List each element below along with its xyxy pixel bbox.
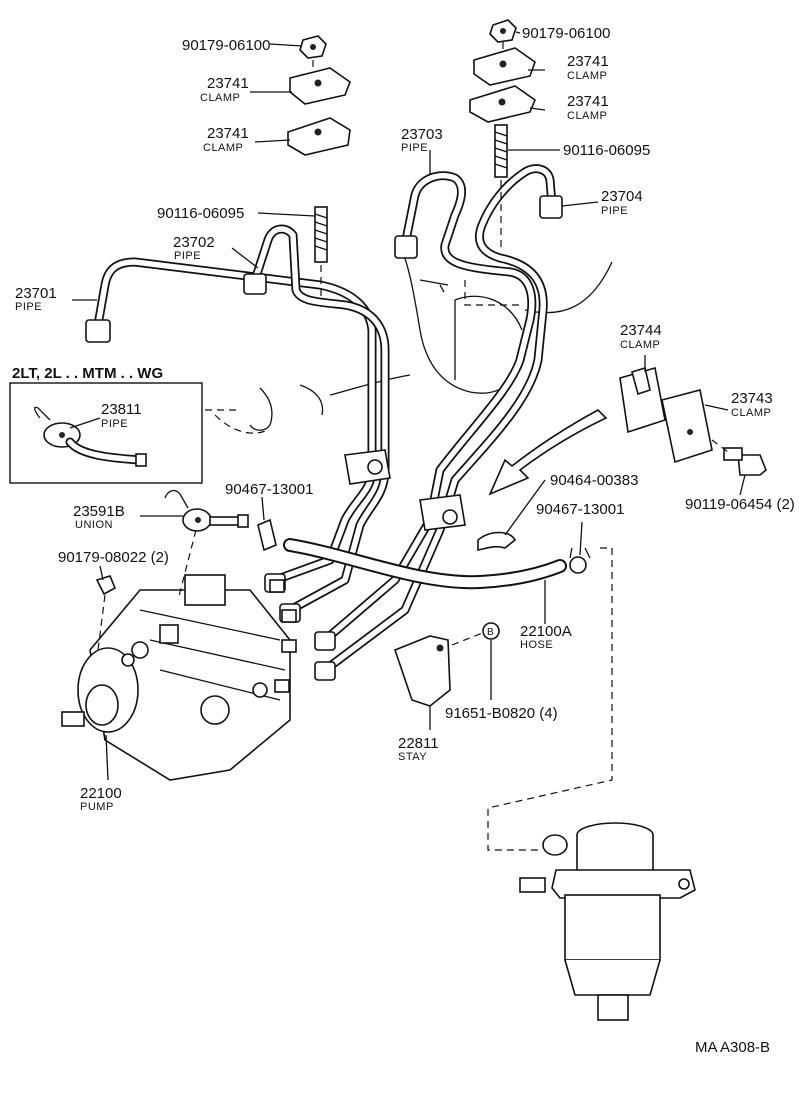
part-number: 23741 <box>567 53 609 70</box>
callout-23741-clamp-b: 23741 CLAMP <box>203 125 249 154</box>
part-number: 90467-13001 <box>536 501 624 518</box>
part-number: 90116-06095 <box>563 142 650 159</box>
part-name: UNION <box>75 519 113 531</box>
callout-90116-06095-right: 90116-06095 <box>563 142 650 159</box>
part-number: 90467-13001 <box>225 481 313 498</box>
callout-90179-06100-left: 90179-06100 <box>182 37 270 54</box>
callout-23591b-union: 23591B UNION <box>73 503 125 531</box>
part-name: PIPE <box>601 205 628 217</box>
part-name: CLAMP <box>567 110 607 122</box>
part-name: STAY <box>398 751 427 763</box>
part-number: 23743 <box>731 390 773 407</box>
part-name: PIPE <box>401 142 428 154</box>
part-name: CLAMP <box>620 339 660 351</box>
part-number: 23591B <box>73 503 125 520</box>
part-number: 23701 <box>15 285 57 302</box>
stay-drawing <box>393 622 500 707</box>
callout-90179-08022: 90179-08022 (2) <box>58 549 169 566</box>
union-and-clips <box>164 489 591 574</box>
part-name: CLAMP <box>731 407 771 419</box>
part-name: PIPE <box>15 301 42 313</box>
right-clamp-set <box>619 366 767 476</box>
reference-marker: B <box>487 627 494 638</box>
part-number: 22100A <box>520 623 572 640</box>
part-number: 90179-08022 (2) <box>58 549 169 566</box>
callout-90116-06095-left: 90116-06095 <box>157 205 244 222</box>
callout-23702-pipe: 23702 PIPE <box>173 234 215 262</box>
callout-22100a-hose: 22100A HOSE <box>520 623 572 651</box>
callout-23703-pipe: 23703 PIPE <box>401 126 443 154</box>
callout-91651-b0820: B 91651-B0820 (4) <box>445 627 558 722</box>
pipe-clamp-blocks <box>344 449 466 531</box>
part-name: PIPE <box>174 250 201 262</box>
part-number: 22811 <box>398 735 439 752</box>
part-number: 23703 <box>401 126 443 143</box>
part-number: 90464-00383 <box>550 472 638 489</box>
variant-box: 2LT, 2L . . MTM . . WG <box>12 365 163 382</box>
callout-23741-clamp-c: 23741 CLAMP <box>567 53 609 82</box>
callout-23744-clamp: 23744 CLAMP <box>620 322 662 351</box>
part-number: 23744 <box>620 322 662 339</box>
diagram-code: MA A308-B <box>695 1039 770 1056</box>
variant-box-frame <box>9 382 203 484</box>
callout-23811-pipe: 23811 PIPE <box>101 401 142 430</box>
pump-drawing <box>61 529 297 781</box>
part-name: PUMP <box>80 801 114 813</box>
part-number: 22100 <box>80 785 122 802</box>
assembly-arrows <box>488 409 608 496</box>
part-number: 90179-06100 <box>522 25 610 42</box>
part-number: 23811 <box>101 401 142 418</box>
part-number: 90116-06095 <box>157 205 244 222</box>
part-name: PIPE <box>101 418 128 430</box>
callout-23743-clamp: 23743 CLAMP <box>731 390 773 419</box>
callout-23741-clamp-a: 23741 CLAMP <box>200 75 249 104</box>
pipe-23704-drawing <box>320 164 557 675</box>
callout-23741-clamp-d: 23741 CLAMP <box>567 93 609 122</box>
leader-lines <box>69 31 746 781</box>
studs <box>312 42 508 300</box>
part-number: 91651-B0820 (4) <box>445 705 558 722</box>
part-name: CLAMP <box>200 92 240 104</box>
callout-23704-pipe: 23704 PIPE <box>601 188 643 217</box>
top-left-clamp-set <box>287 35 351 156</box>
pipe-23703-drawing <box>320 171 537 645</box>
top-right-clamp-set <box>469 19 536 123</box>
hose-drawing <box>283 538 567 590</box>
filter-drawing <box>487 547 696 1021</box>
part-number: 23702 <box>173 234 215 251</box>
part-number: 23741 <box>207 125 249 142</box>
callout-23701-pipe: 23701 PIPE <box>15 285 57 313</box>
part-number: 23741 <box>567 93 609 110</box>
part-number: 90119-06454 (2) <box>685 496 795 513</box>
callout-90179-06100-right: 90179-06100 <box>522 25 610 42</box>
variant-box-title: 2LT, 2L . . MTM . . WG <box>12 365 163 382</box>
callout-22811-stay: 22811 STAY <box>398 735 439 763</box>
callout-90467-13001-right: 90467-13001 <box>536 501 624 518</box>
pipe-23702-drawing <box>250 224 390 615</box>
callout-90119-06454: 90119-06454 (2) <box>685 496 795 513</box>
part-number: 90179-06100 <box>182 37 270 54</box>
part-number: 23741 <box>207 75 249 92</box>
callout-22100-pump: 22100 PUMP <box>80 785 122 813</box>
part-name: CLAMP <box>203 142 243 154</box>
part-number: 23704 <box>601 188 643 205</box>
pipe-23701-drawing <box>93 257 377 585</box>
part-name: HOSE <box>520 639 553 651</box>
part-name: CLAMP <box>567 70 607 82</box>
callout-90467-13001-left: 90467-13001 <box>225 481 313 498</box>
callout-90464-00383: 90464-00383 <box>550 472 638 489</box>
